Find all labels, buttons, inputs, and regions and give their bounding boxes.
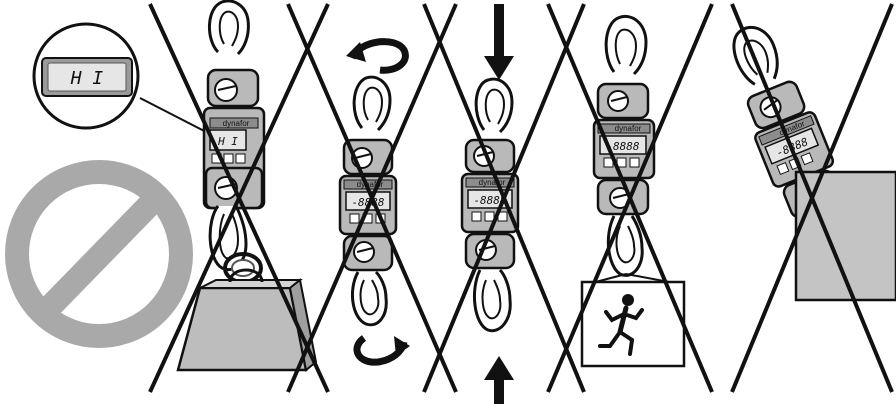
no-entry-icon	[17, 172, 181, 336]
panel-torsion: dynafor -8888	[288, 4, 456, 392]
panel-compression: dynafor -8888	[424, 4, 584, 404]
up-arrow-icon	[484, 356, 514, 404]
panel-side-load: dynafor -8888	[716, 4, 896, 392]
callout-display-text: H I	[70, 68, 104, 89]
panel-overload: dynafor H I	[150, 1, 328, 392]
brand-label: dynafor	[479, 178, 506, 187]
panel-1-display: H I	[217, 135, 238, 148]
rotate-arrow-icon	[357, 336, 410, 362]
panel-person-under-load: dynafor -8888	[548, 4, 712, 392]
down-arrow-icon	[484, 4, 514, 80]
brand-label: dynafor	[223, 119, 250, 128]
brand-label: dynafor	[615, 124, 642, 133]
cross-out-icon	[288, 4, 456, 392]
rotate-arrow-icon	[346, 42, 405, 71]
